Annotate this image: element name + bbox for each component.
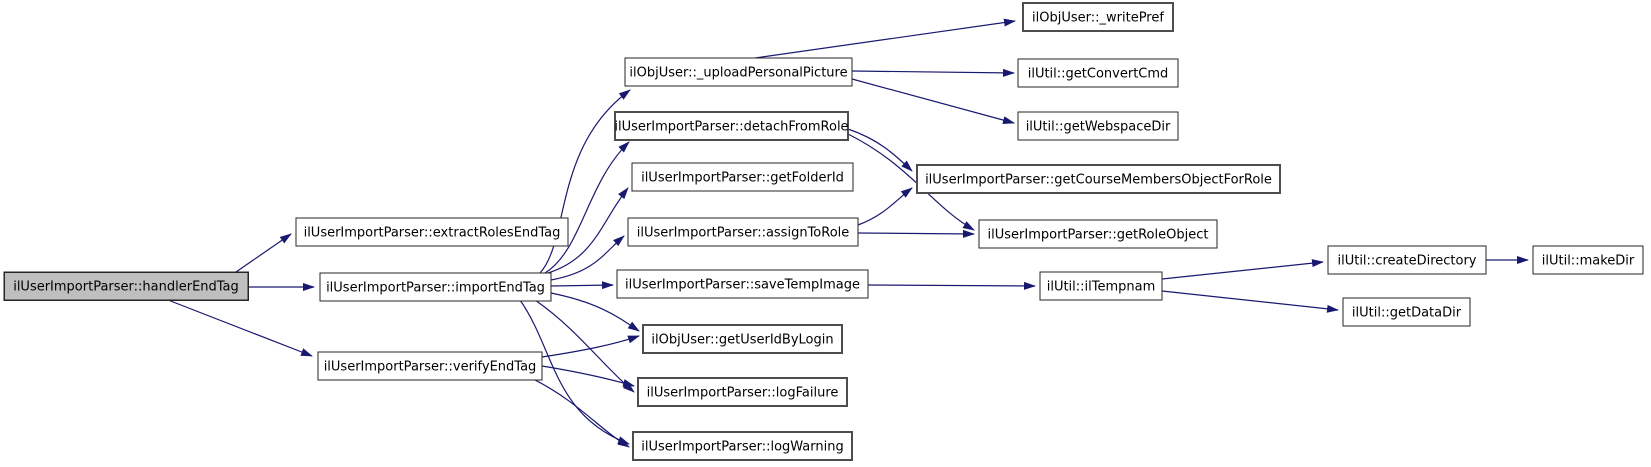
node-box-uploadPersonalPicture	[624, 57, 853, 87]
node-label-getUserIdByLogin: ilObjUser::getUserIdByLogin	[651, 333, 833, 348]
node-label-logWarning: ilUserImportParser::logWarning	[641, 440, 843, 455]
node-uploadPersonalPicture[interactable]: ilObjUser::_uploadPersonalPicture	[624, 57, 853, 87]
node-saveTempImage[interactable]: ilUserImportParser::saveTempImage	[616, 269, 869, 299]
edge-verifyEndTag-to-logFailure	[541, 365, 635, 387]
node-box-verifyEndTag	[317, 351, 543, 381]
node-logWarning[interactable]: ilUserImportParser::logWarning	[632, 431, 853, 461]
node-label-logFailure: ilUserImportParser::logFailure	[647, 386, 839, 401]
node-box-getUserIdByLogin	[642, 324, 843, 354]
node-label-ilTempnam: ilUtil::ilTempnam	[1047, 280, 1156, 295]
node-getConvertCmd[interactable]: ilUtil::getConvertCmd	[1017, 58, 1179, 88]
node-makeDir[interactable]: ilUtil::makeDir	[1532, 245, 1644, 275]
node-label-importEndTag: ilUserImportParser::importEndTag	[326, 281, 545, 296]
edge-ilTempnam-to-getDataDir	[1161, 290, 1339, 313]
node-box-importEndTag	[319, 272, 552, 302]
node-box-logWarning	[632, 431, 853, 461]
node-box-getFolderId	[631, 162, 854, 192]
node-getUserIdByLogin[interactable]: ilObjUser::getUserIdByLogin	[642, 324, 843, 354]
node-box-getWebspaceDir	[1017, 111, 1179, 141]
node-label-getRoleObject: ilUserImportParser::getRoleObject	[988, 228, 1209, 243]
node-label-verifyEndTag: ilUserImportParser::verifyEndTag	[324, 360, 537, 375]
node-getRoleObject[interactable]: ilUserImportParser::getRoleObject	[978, 219, 1218, 249]
node-box-createDirectory	[1327, 245, 1487, 275]
node-getWebspaceDir[interactable]: ilUtil::getWebspaceDir	[1017, 111, 1179, 141]
node-box-assignToRole	[627, 217, 859, 247]
node-label-getDataDir: ilUtil::getDataDir	[1352, 306, 1462, 321]
node-label-extractRolesEndTag: ilUserImportParser::extractRolesEndTag	[304, 226, 561, 241]
node-label-saveTempImage: ilUserImportParser::saveTempImage	[625, 278, 860, 293]
node-createDirectory[interactable]: ilUtil::createDirectory	[1327, 245, 1487, 275]
edge-uploadPersonalPicture-to-getConvertCmd	[851, 68, 1015, 77]
node-getFolderId[interactable]: ilUserImportParser::getFolderId	[631, 162, 854, 192]
edge-verifyEndTag-to-logWarning	[534, 379, 630, 448]
node-box-makeDir	[1532, 245, 1644, 275]
node-box-getDataDir	[1342, 297, 1471, 327]
node-box-ilTempnam	[1039, 271, 1163, 301]
node-label-detachFromRole: ilUserImportParser::detachFromRole	[614, 120, 848, 135]
edge-saveTempImage-to-ilTempnam	[867, 281, 1036, 290]
edge-handlerEndTag-to-verifyEndTag	[167, 299, 313, 357]
node-ilTempnam[interactable]: ilUtil::ilTempnam	[1039, 271, 1163, 301]
node-label-assignToRole: ilUserImportParser::assignToRole	[637, 226, 850, 241]
node-label-uploadPersonalPicture: ilObjUser::_uploadPersonalPicture	[629, 66, 847, 81]
node-label-getCourseMembersObjectForRole: ilUserImportParser::getCourseMembersObje…	[925, 173, 1272, 188]
edge-uploadPersonalPicture-to-writePref	[754, 18, 1016, 59]
edge-importEndTag-to-uploadPersonalPicture	[539, 89, 631, 274]
node-getCourseMembersObjectForRole[interactable]: ilUserImportParser::getCourseMembersObje…	[916, 164, 1281, 194]
node-label-handlerEndTag: ilUserImportParser::handlerEndTag	[13, 280, 239, 295]
edge-importEndTag-to-getUserIdByLogin	[550, 292, 640, 332]
node-label-createDirectory: ilUtil::createDirectory	[1337, 254, 1476, 269]
node-label-getFolderId: ilUserImportParser::getFolderId	[641, 171, 844, 186]
node-box-getRoleObject	[978, 219, 1218, 249]
edge-verifyEndTag-to-getUserIdByLogin	[541, 335, 640, 358]
edge-ilTempnam-to-createDirectory	[1161, 259, 1324, 280]
node-box-extractRolesEndTag	[295, 217, 569, 247]
node-writePref[interactable]: ilObjUser::_writePref	[1022, 2, 1174, 32]
edge-importEndTag-to-getFolderId	[547, 187, 629, 274]
node-box-logFailure	[637, 377, 848, 407]
node-assignToRole[interactable]: ilUserImportParser::assignToRole	[627, 217, 859, 247]
node-label-getConvertCmd: ilUtil::getConvertCmd	[1028, 67, 1169, 82]
edge-importEndTag-to-logWarning	[519, 299, 630, 445]
edge-importEndTag-to-logFailure	[534, 299, 635, 393]
node-box-detachFromRole	[614, 111, 849, 141]
node-detachFromRole[interactable]: ilUserImportParser::detachFromRole	[614, 111, 849, 141]
node-handlerEndTag[interactable]: ilUserImportParser::handlerEndTag	[3, 271, 249, 301]
edge-uploadPersonalPicture-to-getWebspaceDir	[851, 78, 1015, 124]
node-label-getWebspaceDir: ilUtil::getWebspaceDir	[1026, 120, 1171, 135]
edge-assignToRole-to-getCourseMembersObjectForRole	[857, 187, 913, 226]
node-getDataDir[interactable]: ilUtil::getDataDir	[1342, 297, 1471, 327]
node-box-getConvertCmd	[1017, 58, 1179, 88]
edge-importEndTag-to-saveTempImage	[550, 281, 614, 290]
node-box-writePref	[1022, 2, 1174, 32]
node-logFailure[interactable]: ilUserImportParser::logFailure	[637, 377, 848, 407]
node-extractRolesEndTag[interactable]: ilUserImportParser::extractRolesEndTag	[295, 217, 569, 247]
node-box-saveTempImage	[616, 269, 869, 299]
edge-importEndTag-to-assignToRole	[550, 235, 625, 281]
edge-assignToRole-to-getRoleObject	[857, 229, 975, 238]
node-label-writePref: ilObjUser::_writePref	[1032, 11, 1164, 26]
edge-importEndTag-to-detachFromRole	[544, 141, 630, 274]
edge-detachFromRole-to-getCourseMembersObjectForRole	[847, 128, 913, 172]
node-box-getCourseMembersObjectForRole	[916, 164, 1281, 194]
node-verifyEndTag[interactable]: ilUserImportParser::verifyEndTag	[317, 351, 543, 381]
node-importEndTag[interactable]: ilUserImportParser::importEndTag	[319, 272, 552, 302]
node-label-makeDir: ilUtil::makeDir	[1542, 254, 1635, 269]
edge-handlerEndTag-to-extractRolesEndTag	[235, 233, 292, 273]
node-box-handlerEndTag	[3, 271, 249, 301]
